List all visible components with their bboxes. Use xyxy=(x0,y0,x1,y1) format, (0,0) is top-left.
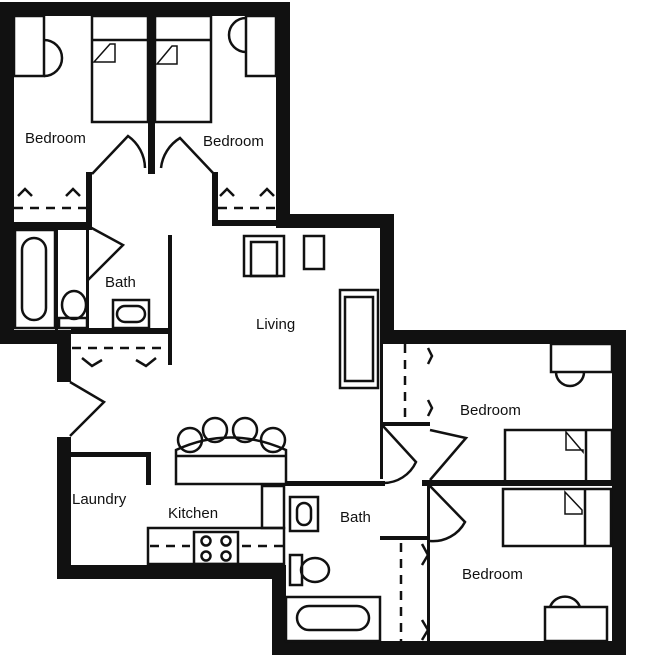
room-label-bedroom-2: Bedroom xyxy=(203,133,264,150)
room-label-bedroom-4: Bedroom xyxy=(462,566,523,583)
dining-table xyxy=(174,416,288,486)
bedroom-1-furniture xyxy=(12,14,150,210)
exterior-walls xyxy=(0,2,626,655)
room-label-bedroom-3: Bedroom xyxy=(460,402,521,419)
bath-2-fixtures xyxy=(284,425,418,643)
bath-1-fixtures xyxy=(13,224,168,437)
bedroom-3-furniture xyxy=(403,342,614,484)
room-label-bath-2: Bath xyxy=(340,509,371,526)
room-label-bedroom-1: Bedroom xyxy=(25,130,86,147)
room-label-laundry: Laundry xyxy=(72,491,127,508)
bedroom-2-furniture xyxy=(153,14,278,210)
room-label-kitchen: Kitchen xyxy=(168,505,219,522)
room-label-bath-1: Bath xyxy=(105,274,136,291)
bedroom-4-furniture xyxy=(399,485,613,643)
kitchen-fixtures xyxy=(146,484,286,566)
living-furniture xyxy=(242,234,380,390)
room-label-living: Living xyxy=(256,316,296,333)
